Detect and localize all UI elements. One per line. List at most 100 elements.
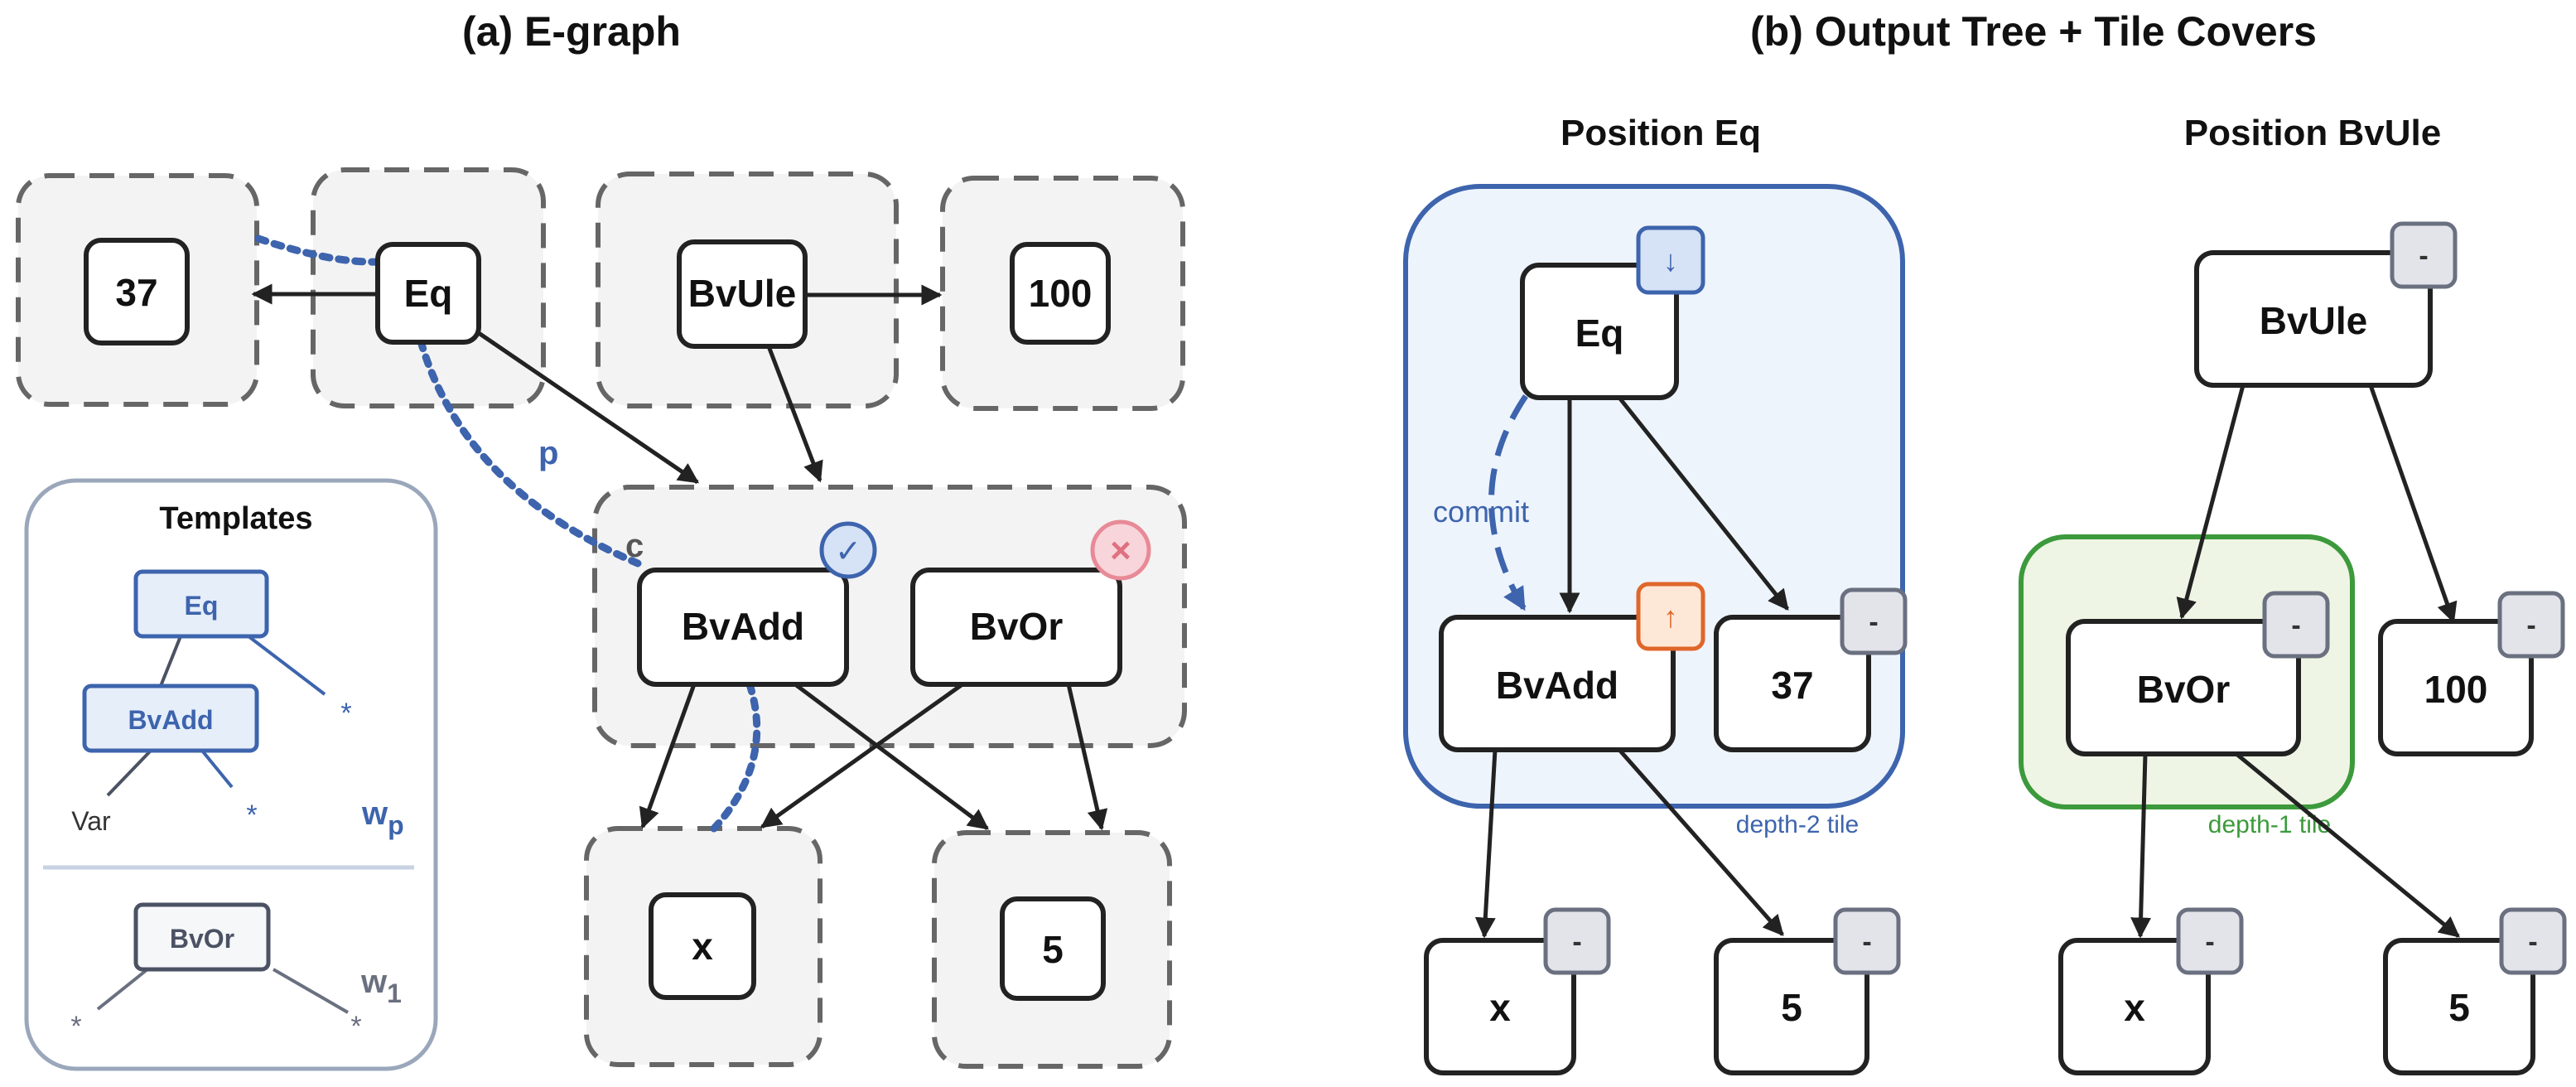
badge-dash-bvule-icon xyxy=(2390,221,2458,289)
node-x-label: x xyxy=(692,925,713,968)
badge-up-glyph: ↑ xyxy=(1663,600,1678,634)
edge-bvadd-x xyxy=(639,684,697,829)
tree-bvor-node xyxy=(2066,619,2301,756)
tree-bvadd-label: BvAdd xyxy=(1496,664,1618,707)
cross-badge-icon xyxy=(1090,519,1151,581)
tmpl-w1-label: w1 xyxy=(360,964,402,1008)
label-c: c xyxy=(625,528,644,564)
tmpl2-edge-right xyxy=(272,968,350,1014)
node-5-label: 5 xyxy=(1042,928,1064,971)
tmpl2-star-left: * xyxy=(70,1011,81,1042)
node-x xyxy=(649,892,756,1000)
tmpl-edge-eq-star xyxy=(247,635,326,696)
edge-bvor-5 xyxy=(1066,684,1108,831)
edge-bvule-100-b xyxy=(2368,384,2458,624)
check-badge-icon xyxy=(819,521,877,579)
tree-bvule-label: BvUle xyxy=(2260,299,2367,342)
tmpl2-star-right: * xyxy=(350,1011,361,1042)
tmpl-bvadd-label: BvAdd xyxy=(128,705,213,735)
node-eq-label: Eq xyxy=(404,272,453,315)
dotted-eq-bvadd xyxy=(417,337,642,568)
edge-eq-37-b xyxy=(1618,396,1789,611)
check-mark-icon: ✓ xyxy=(835,534,861,569)
badge-dash-5-right-glyph: - xyxy=(2528,926,2537,958)
panel-b-title: (b) Output Tree + Tile Covers xyxy=(1750,8,2317,55)
tmpl-var-label: Var xyxy=(71,806,111,836)
node-bvadd-label: BvAdd xyxy=(682,605,804,648)
badge-dash-x-right-icon xyxy=(2176,907,2244,975)
tree-bvor-label: BvOr xyxy=(2137,668,2231,711)
tmpl-bvor-node xyxy=(133,902,271,972)
tree-eq-node xyxy=(1520,263,1679,400)
tmpl-bvor-label: BvOr xyxy=(170,924,234,954)
badge-dash-5-left-glyph: - xyxy=(1862,926,1871,958)
badge-dash-x-left-icon xyxy=(1543,907,1611,975)
tree-eq-label: Eq xyxy=(1575,312,1624,355)
badge-dash-100-glyph: - xyxy=(2526,610,2535,641)
tree-x-right-label: x xyxy=(2124,986,2145,1029)
tree-5-node xyxy=(1714,938,1869,1075)
edge-bvor-x-b xyxy=(2130,753,2152,939)
badge-dash-37-glyph: - xyxy=(1869,606,1878,638)
badge-dash-5-right-icon xyxy=(2499,907,2567,975)
tmpl-edge-bvadd-star xyxy=(200,749,234,789)
badge-up-icon xyxy=(1636,582,1705,651)
tree-37-node xyxy=(1714,615,1871,752)
tree-bvadd-node xyxy=(1439,615,1676,752)
heading-position-bvule: Position BvUle xyxy=(2184,113,2442,153)
badge-down-icon xyxy=(1636,225,1705,295)
heading-position-eq: Position Eq xyxy=(1561,113,1761,153)
cross-mark-icon: × xyxy=(1110,530,1131,571)
badge-down-glyph: ↓ xyxy=(1663,244,1678,278)
commit-label: commit xyxy=(1433,495,1529,529)
node-bvadd xyxy=(637,568,849,687)
node-37-label: 37 xyxy=(115,271,157,314)
panel-a-title: (a) E-graph xyxy=(462,8,681,55)
tree-x-label: x xyxy=(1489,986,1511,1029)
badge-dash-5-left-icon xyxy=(1833,907,1901,975)
label-p: p xyxy=(538,435,558,471)
node-eq xyxy=(375,242,481,345)
tree-37-label: 37 xyxy=(1771,664,1813,707)
tmpl-star-2: * xyxy=(246,800,257,831)
node-5 xyxy=(1000,896,1106,1001)
tmpl-eq-label: Eq xyxy=(185,591,219,621)
node-37 xyxy=(84,238,190,345)
badge-dash-x-right-glyph: - xyxy=(2205,926,2214,958)
tree-100-label: 100 xyxy=(2424,668,2488,711)
node-bvule xyxy=(677,239,808,349)
node-bvor-label: BvOr xyxy=(970,605,1064,648)
edge-bvadd-5-b xyxy=(1618,748,1784,936)
tmpl-star-1: * xyxy=(340,698,351,729)
badge-dash-x-left-glyph: - xyxy=(1572,926,1581,958)
tree-x-node xyxy=(1424,938,1576,1075)
edge-bvadd-5 xyxy=(794,683,989,830)
tree-5-right-label: 5 xyxy=(2448,986,2470,1029)
node-100-label: 100 xyxy=(1029,272,1093,315)
edge-eq-class xyxy=(477,331,700,485)
badge-dash-bvule-glyph: - xyxy=(2419,240,2428,272)
edge-bvule-bvor-b xyxy=(2176,384,2246,620)
tree-bvule-node xyxy=(2194,250,2433,388)
tree-5-right-node xyxy=(2383,938,2535,1075)
node-bvule-label: BvUle xyxy=(688,272,796,315)
tmpl-wp-label: wp xyxy=(361,795,404,840)
badge-dash-100-icon xyxy=(2497,591,2565,659)
templates-title: Templates xyxy=(159,501,312,536)
tmpl-edge-eq-bvadd xyxy=(159,635,182,687)
tmpl2-edge-left xyxy=(96,968,149,1011)
dotted-bvadd-x xyxy=(710,680,761,833)
edge-bvadd-x-b xyxy=(1474,749,1498,939)
node-100 xyxy=(1010,242,1111,345)
edge-bvor-5-b xyxy=(2235,752,2460,938)
templates-box xyxy=(24,478,438,1071)
tmpl-edge-bvadd-var xyxy=(106,749,152,797)
dotted-eq-37 xyxy=(254,234,384,266)
tree-x-right-node xyxy=(2058,938,2211,1075)
depth-2-tile-label: depth-2 tile xyxy=(1736,811,1859,838)
tree-5-label: 5 xyxy=(1781,986,1802,1029)
edge-bvor-x xyxy=(760,682,964,829)
tmpl-eq-node xyxy=(133,569,269,639)
badge-dash-37-icon xyxy=(1840,587,1908,655)
